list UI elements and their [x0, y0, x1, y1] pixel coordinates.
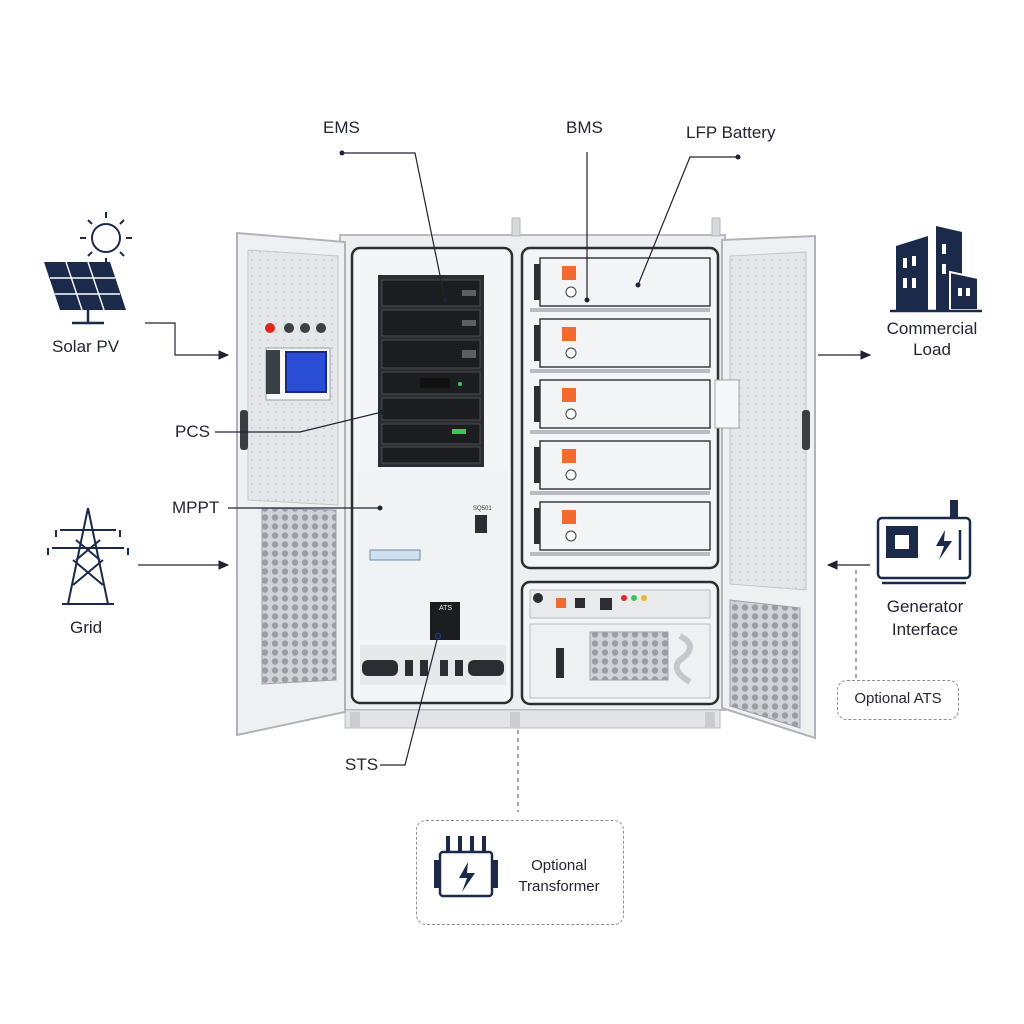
battery-terminal: [562, 266, 576, 280]
transmission-tower-icon: [47, 507, 129, 605]
battery-switch: [565, 469, 577, 481]
pcs-label: PCS: [175, 422, 210, 441]
solar-panel-icon: [44, 261, 126, 325]
left-compartment: [350, 246, 514, 705]
optional-transformer-label-line1: Optional: [531, 857, 587, 874]
commercial-load-label-line2: Load: [913, 340, 951, 359]
ats-tag: ATS: [439, 605, 453, 612]
battery-terminal: [562, 327, 576, 341]
optional-ats-box: [837, 680, 959, 720]
battery-module-body: [539, 318, 711, 368]
pcs-rack: [378, 275, 484, 467]
sun-icon: [80, 212, 132, 264]
battery-module: [530, 440, 711, 495]
solar-pv-label: Solar PV: [52, 337, 120, 356]
battery-handle: [534, 447, 540, 483]
battery-shelf: [530, 552, 710, 556]
bms-label: BMS: [566, 118, 603, 137]
optional-lines: [517, 570, 857, 812]
sts-label: STS: [345, 755, 379, 774]
battery-switch: [565, 408, 577, 420]
battery-shelf: [530, 430, 710, 434]
battery-handle: [534, 264, 540, 300]
battery-switch: [565, 530, 577, 542]
hmi-panel: [265, 347, 331, 401]
building-icon: [890, 226, 982, 313]
battery-terminal: [562, 388, 576, 402]
battery-handle: [534, 386, 540, 422]
lfp-battery-label: LFP Battery: [686, 123, 776, 142]
grid-label: Grid: [70, 618, 103, 637]
optional-ats-label: Optional ATS: [854, 690, 942, 707]
battery-module: [530, 501, 711, 556]
transformer-icon: [434, 836, 498, 898]
battery-handle: [534, 325, 540, 361]
battery-rack: [520, 246, 720, 570]
generator-label-line2: Interface: [891, 620, 959, 639]
leader-lines: [138, 152, 872, 766]
battery-shelf: [530, 491, 710, 495]
left-door: [236, 231, 346, 737]
battery-module-body: [539, 440, 711, 490]
battery-module-body: [539, 501, 711, 551]
ems-label: EMS: [323, 118, 360, 137]
battery-module-body: [539, 257, 711, 307]
emergency-stop-icon: [265, 323, 275, 333]
lower-right-compartment: [520, 580, 720, 706]
optional-transformer-box: [416, 820, 624, 925]
battery-shelf: [530, 369, 710, 373]
battery-switch: [565, 347, 577, 359]
optional-transformer-label-line2: Transformer: [518, 878, 600, 895]
battery-shelf: [530, 308, 710, 312]
right-door: [714, 234, 816, 740]
door-switch-box: [714, 379, 740, 429]
battery-switch: [565, 286, 577, 298]
battery-module: [530, 379, 711, 434]
commercial-load-label-line1: Commercial: [886, 319, 978, 338]
battery-module: [530, 257, 711, 312]
mppt-label: MPPT: [172, 498, 220, 517]
battery-module: [530, 318, 711, 373]
battery-handle: [534, 508, 540, 544]
breaker-tag: SQ501: [473, 506, 492, 512]
generator-icon: [876, 500, 972, 585]
battery-terminal: [562, 510, 576, 524]
battery-module-body: [539, 379, 711, 429]
generator-label-line1: Generator: [886, 597, 964, 616]
battery-terminal: [562, 449, 576, 463]
